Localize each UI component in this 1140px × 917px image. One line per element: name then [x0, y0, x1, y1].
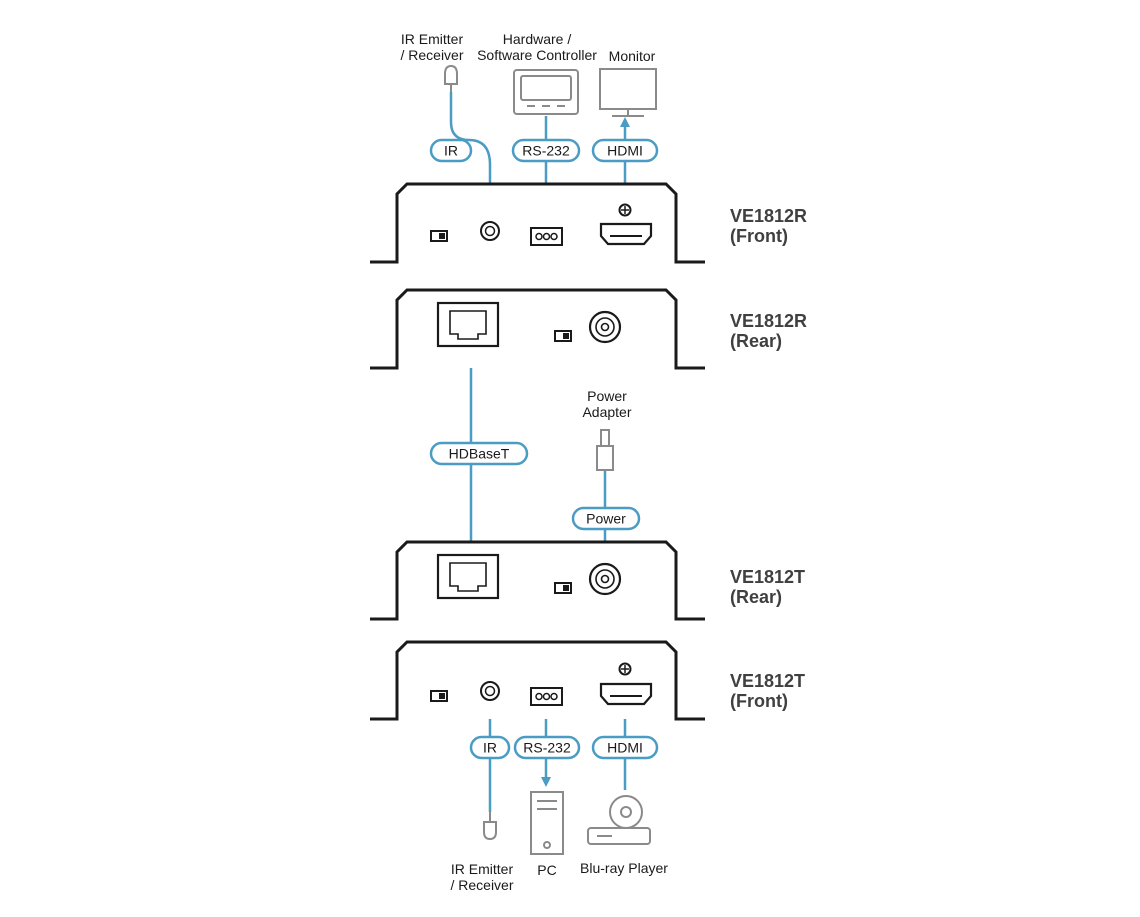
pc-label: PC [537, 862, 557, 878]
rx-front-hdmi-port [599, 222, 653, 246]
device-rx-front [370, 182, 705, 264]
device-tx-rear [370, 540, 705, 621]
rx-front-title: VE1812R (Front) [730, 206, 808, 246]
hw-controller-label: Hardware / Software Controller [477, 31, 597, 63]
device-rx-rear [370, 288, 705, 370]
tx-front-hdmi-port [599, 682, 653, 706]
rx-rear-title: VE1812R (Rear) [730, 311, 808, 351]
svg-text:Power: Power [586, 511, 626, 527]
pill-hdbaset: HDBaseT [429, 441, 529, 466]
pill-hdmi-top: HDMI [591, 138, 659, 163]
ir-emitter-bottom-label: IR Emitter / Receiver [450, 861, 514, 893]
svg-text:IR: IR [483, 740, 497, 756]
pill-rs232-bottom: RS-232 [513, 735, 581, 760]
ir-emitter-top-label: IR Emitter / Receiver [400, 31, 464, 63]
pill-ir-top: IR [429, 138, 473, 163]
ir-top-cable [449, 92, 492, 224]
power-adapter-label: Power Adapter [582, 388, 632, 420]
pill-rs232-top: RS-232 [511, 138, 581, 163]
bluray-icon [587, 795, 651, 845]
ir-emitter-top-icon [444, 64, 458, 92]
bluray-label: Blu-ray Player [580, 860, 668, 876]
pill-ir-bottom: IR [469, 735, 511, 760]
svg-text:RS-232: RS-232 [522, 143, 570, 159]
svg-text:IR: IR [444, 143, 458, 159]
pill-hdmi-bottom: HDMI [591, 735, 659, 760]
controller-icon [513, 69, 579, 115]
power-plug-icon [596, 429, 614, 471]
ir-emitter-bottom-icon [483, 812, 497, 841]
svg-text:RS-232: RS-232 [523, 740, 571, 756]
svg-text:HDMI: HDMI [607, 740, 643, 756]
tx-front-title: VE1812T (Front) [730, 671, 806, 711]
svg-text:HDBaseT: HDBaseT [449, 446, 510, 462]
monitor-label: Monitor [608, 48, 656, 64]
tx-rear-title: VE1812T (Rear) [730, 567, 806, 607]
monitor-icon [599, 68, 657, 117]
device-tx-front [370, 640, 705, 721]
pill-power: Power [571, 506, 641, 531]
svg-text:HDMI: HDMI [607, 143, 643, 159]
pc-icon [530, 791, 564, 855]
